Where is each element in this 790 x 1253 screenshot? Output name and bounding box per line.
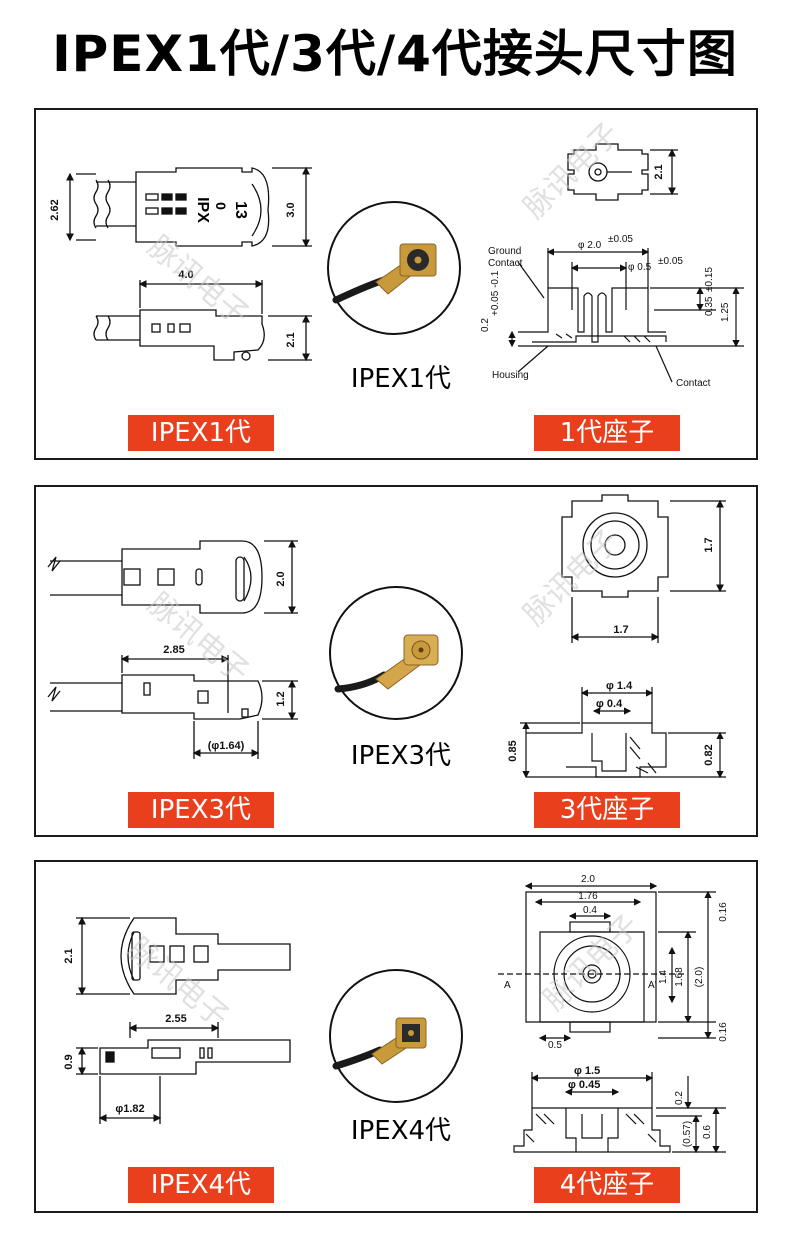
ipex1-photo [327,201,461,335]
ipex4-socket-body-total: (2.0) [694,967,705,988]
ipex4-plug-length: 2.55 [165,1013,186,1025]
ipex1-socket-left-h: 0.2 [480,318,491,332]
ipex1-plug-marking-mid: 0 [213,202,229,210]
ipex4-socket-top-view [498,882,716,1042]
ipex4-socket-tag: 4代座子 [534,1167,680,1203]
ipex1-plug-marking-brand: IPX [194,197,211,223]
watermark-text: 脉讯电子 [537,908,647,1018]
ipex1-label-contact: Contact [676,378,711,389]
ipex4-socket-foot: 0.5 [548,1040,562,1051]
ipex3-photo [329,586,463,720]
ipex1-plug-height-left: 2.62 [49,199,61,220]
ipex4-section-a: A [504,980,511,991]
ipex3-socket-tag: 3代座子 [534,792,680,828]
ipex1-socket-left-tol: +0.05 -0.1 [490,270,501,316]
ipex3-socket-height: 1.7 [703,537,715,552]
ipex4-socket-total-h: 0.6 [702,1125,713,1139]
ipex1-plug-length: 4.0 [178,269,193,281]
ipex1-photo-label: IPEX1代 [350,364,452,394]
ipex1-plug-marking-top: 13 [232,201,249,219]
ipex1-label-contact-top: Contact [488,258,523,269]
ipex4-socket-section [513,1072,726,1154]
ipex4-socket-width: 2.0 [581,874,595,885]
ipex4-section-a2: A' [648,980,657,991]
watermark-text: 脉讯电子 [517,116,627,226]
panel-ipex1: 2.62 3.0 13 0 IPX 4.0 2.1 [34,108,758,460]
ipex4-plug-side-view [76,1022,291,1124]
ipex1-drawings: 2.62 3.0 13 0 IPX 4.0 2.1 [49,116,744,389]
ipex1-plug-height-right: 3.0 [285,202,297,217]
ipex1-plug-top-view [66,166,312,248]
ipex4-socket-top-margin: 0.16 [718,902,729,922]
ipex3-drawings: 2.0 2.85 1.2 (φ1.64) [47,494,726,779]
ipex4-socket-body: 1.68 [674,967,685,987]
ipex1-plug-side-height: 2.1 [285,332,297,347]
ipex4-socket-outer-dia: φ 1.5 [574,1065,600,1077]
ipex3-socket-top-view [561,494,726,643]
ipex1-socket-top-height: 2.1 [653,164,665,179]
ipex1-socket-inner-h-tol: ±0.15 [704,267,715,292]
ipex3-photo-label: IPEX3代 [350,741,452,771]
ipex3-plug-length: 2.85 [163,644,184,656]
ipex4-plug-height: 2.1 [63,948,75,963]
panel-ipex4: 2.1 2.55 0.9 φ1.82 [34,860,758,1213]
ipex1-plug-side-view [93,280,312,362]
ipex3-socket-width: 1.7 [613,624,628,636]
ipex3-plug-height: 2.0 [275,571,287,586]
ipex1-label-housing: Housing [492,370,529,381]
ipex1-socket-tag: 1代座子 [534,415,680,451]
ipex3-plug-side-height: 1.2 [275,691,287,706]
ipex4-socket-pin: 0.4 [583,905,597,916]
ipex1-socket-section [508,248,744,383]
ipex1-socket-total-h: 1.25 [720,302,731,322]
ipex4-photo [329,969,463,1103]
ipex4-socket-bottom-margin: 0.16 [718,1022,729,1042]
ipex4-drawings: 2.1 2.55 0.9 φ1.82 [63,874,729,1154]
ipex3-socket-right-h: 0.82 [703,744,715,765]
ipex4-socket-inner-width: 1.76 [578,891,598,902]
ipex4-plug-tag: IPEX4代 [128,1167,274,1203]
ipex3-plug-dia: (φ1.64) [208,740,245,752]
ipex3-socket-section [520,687,726,779]
ipex4-socket-mid-h: (0.57) [682,1121,693,1147]
ipex4-plug-top-view [76,916,291,996]
ipex1-socket-inner-dia: φ 0.5 [628,262,652,273]
ipex1-plug-tag: IPEX1代 [128,415,274,451]
ipex1-socket-top-view [567,143,678,201]
ipex4-socket-inner-h: 1.4 [658,970,669,984]
ipex3-plug-tag: IPEX3代 [128,792,274,828]
panel-ipex3: 2.0 2.85 1.2 (φ1.64) [34,485,758,837]
ipex1-socket-outer-dia: φ 2.0 [578,240,602,251]
ipex1-label-ground: Ground [488,246,521,257]
ipex4-plug-side-height: 0.9 [63,1054,75,1069]
ipex4-plug-dia: φ1.82 [115,1103,144,1115]
ipex1-socket-inner-tol: ±0.05 [658,256,683,267]
ipex4-socket-inner-dia: φ 0.45 [568,1079,600,1091]
ipex3-socket-inner-dia: φ 0.4 [596,698,623,710]
ipex3-plug-top-view [47,539,298,615]
watermark-text: 脉讯电子 [141,229,255,333]
ipex1-socket-inner-h: 0.35 [704,296,715,316]
ipex4-socket-top-h: 0.2 [674,1091,685,1105]
ipex4-photo-label: IPEX4代 [350,1116,452,1146]
ipex3-socket-outer-dia: φ 1.4 [606,680,633,692]
ipex3-socket-left-h: 0.85 [507,740,519,761]
page-title: IPEX1代/3代/4代接头尺寸图 [52,25,738,83]
ipex3-plug-side-view [47,655,298,759]
ipex1-socket-outer-tol: ±0.05 [608,234,633,245]
